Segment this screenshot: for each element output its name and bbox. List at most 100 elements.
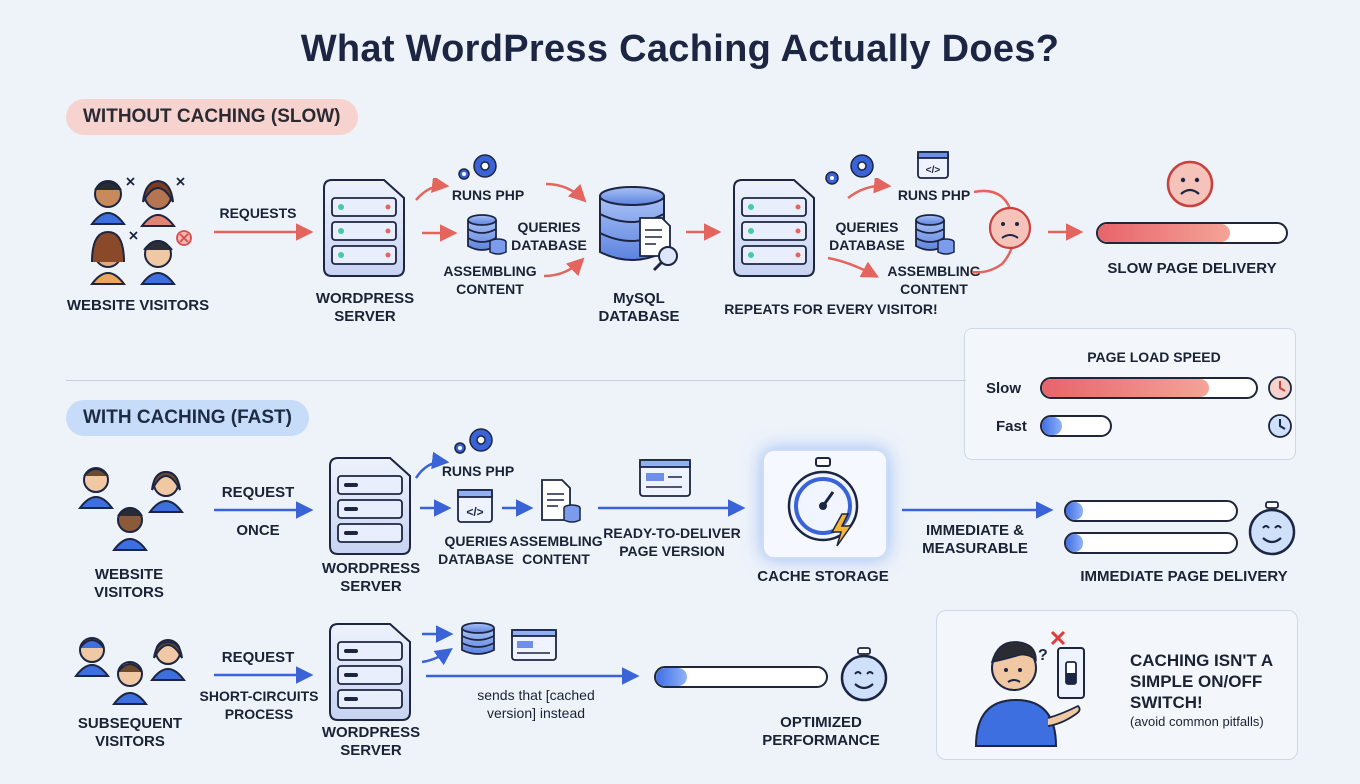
- visitors-label: WEBSITE VISITORS: [66, 297, 210, 314]
- legend-fast-fill: [1042, 417, 1063, 435]
- optimized-bar-fill: [656, 668, 687, 686]
- database-icon-subsequent: [461, 622, 495, 655]
- db-to-server-arrow: [686, 223, 722, 241]
- to-db-arrow-top: [545, 182, 587, 203]
- immediate-bar-1-fill: [1066, 502, 1083, 520]
- svg-text:</>: </>: [466, 505, 483, 519]
- legend-fast-label: Fast: [996, 418, 1027, 435]
- fast-assembling-label-1: ASSEMBLING: [509, 533, 603, 549]
- fast-queries-label-2: DATABASE: [438, 551, 514, 567]
- assembling-label-repeat-1: ASSEMBLING: [887, 263, 981, 279]
- svg-text:</>: </>: [926, 165, 941, 176]
- queries-label-repeat-2: DATABASE: [829, 237, 905, 253]
- sends-cached-arrow: [426, 667, 640, 685]
- wordpress-server-icon: [323, 179, 405, 277]
- slow-delivery-fill: [1098, 224, 1230, 242]
- assembling-label-repeat-2: CONTENT: [900, 281, 968, 297]
- immediate-bar-1: [1064, 500, 1238, 522]
- assembling-label-1: ASSEMBLING: [443, 263, 537, 279]
- immediate-bar-2-fill: [1066, 534, 1083, 552]
- server-label-2: SERVER: [334, 308, 396, 325]
- fast-server-label-2: SERVER: [340, 578, 402, 595]
- fast-visitors-label-1: WEBSITE: [94, 566, 164, 583]
- runs-php-arrow: [415, 178, 450, 201]
- to-db-arrow-subsequent: [422, 625, 454, 643]
- cache-storage-label: CACHE STORAGE: [757, 568, 889, 585]
- legend-slow-bar: [1040, 377, 1258, 399]
- ready-label-2: PAGE VERSION: [619, 543, 725, 559]
- slow-delivery-label: SLOW PAGE DELIVERY: [1107, 260, 1277, 277]
- requests-arrow: [214, 223, 314, 241]
- subsequent-request-label: REQUEST: [221, 649, 295, 666]
- clock-slow-icon: [1268, 376, 1292, 400]
- cached-page-icon: [511, 629, 557, 661]
- page-title: What WordPress Caching Actually Does?: [300, 28, 1060, 70]
- fast-visitors-label-2: VISITORS: [94, 584, 164, 601]
- subsequent-server-label-2: SERVER: [340, 742, 402, 759]
- mysql-label-2: DATABASE: [598, 308, 680, 325]
- to-db-arrow-bottom: [543, 257, 585, 278]
- with-caching-heading: WITH CACHING (FAST): [66, 400, 309, 436]
- legend-fast-bar: [1040, 415, 1112, 437]
- queries-label-2: DATABASE: [511, 237, 587, 253]
- runs-php-label-fast: RUNS PHP: [441, 463, 515, 479]
- repeat-loop-icon: [971, 189, 1032, 274]
- fast-assembling-label-2: CONTENT: [522, 551, 590, 567]
- subsequent-visitors-icon: [74, 637, 186, 705]
- short-circuit-label-1: SHORT-CIRCUITS: [199, 688, 319, 704]
- sends-label-2: version] instead: [486, 705, 586, 721]
- code-window-icon-fast: </>: [457, 489, 493, 523]
- tip-line-3: SWITCH!: [1130, 693, 1203, 712]
- legend-title: PAGE LOAD SPEED: [1087, 349, 1221, 365]
- website-visitors-icon-fast: [78, 467, 184, 551]
- immediate-label-2: MEASURABLE: [922, 540, 1028, 557]
- legend-slow-fill: [1042, 379, 1209, 397]
- runs-php-arrow-repeat: [847, 178, 892, 199]
- immediate-label-1: IMMEDIATE &: [925, 522, 1025, 539]
- gear-icon-repeat: [825, 154, 874, 185]
- repeats-label: REPEATS FOR EVERY VISITOR!: [724, 301, 938, 317]
- to-assembling-arrow-fast: [502, 499, 534, 517]
- ready-label-1: READY-TO-DELIVER: [603, 525, 741, 541]
- database-icon: [467, 214, 507, 255]
- to-page-arrow-subsequent: [421, 647, 453, 666]
- wordpress-server-icon-subsequent: [329, 623, 411, 721]
- subsequent-server-label-1: WORDPRESS: [321, 724, 421, 741]
- immediate-bar-2: [1064, 532, 1238, 554]
- gear-icon-fast: [454, 428, 493, 454]
- mysql-label-1: MySQL: [613, 290, 665, 307]
- tip-line-1: CACHING ISN'T A: [1130, 651, 1274, 670]
- requests-label: REQUESTS: [219, 205, 297, 221]
- once-label: ONCE: [236, 522, 280, 539]
- database-icon-repeat: [915, 214, 955, 255]
- wordpress-server-icon-repeat: [733, 179, 815, 277]
- stopwatch-lightning-icon: [787, 457, 859, 547]
- to-immediate-arrow: [902, 501, 1054, 519]
- sends-label-1: sends that [cached: [477, 687, 595, 703]
- server-label-1: WORDPRESS: [315, 290, 415, 307]
- short-circuit-label-2: PROCESS: [224, 706, 294, 722]
- immediate-delivery-label: IMMEDIATE PAGE DELIVERY: [1080, 568, 1288, 585]
- svg-text:?: ?: [1038, 647, 1048, 664]
- queries-label-repeat-1: QUERIES: [835, 219, 899, 235]
- gear-icon: [458, 154, 497, 180]
- assembling-label-2: CONTENT: [456, 281, 524, 297]
- slow-delivery-bar: [1096, 222, 1288, 244]
- queries-label-1: QUERIES: [517, 219, 581, 235]
- fast-queries-label-1: QUERIES: [444, 533, 508, 549]
- subsequent-request-arrow: [214, 666, 314, 684]
- happy-stopwatch-icon: [1248, 501, 1296, 556]
- tip-line-2: SIMPLE ON/OFF: [1130, 672, 1263, 691]
- fast-server-label-1: WORDPRESS: [321, 560, 421, 577]
- optimized-bar: [654, 666, 828, 688]
- optimized-label-2: PERFORMANCE: [762, 732, 880, 749]
- wordpress-server-icon-fast: [329, 457, 411, 555]
- request-label: REQUEST: [221, 484, 295, 501]
- to-cache-arrow: [598, 499, 746, 517]
- without-caching-heading: WITHOUT CACHING (SLOW): [66, 99, 358, 135]
- subsequent-label-2: VISITORS: [95, 733, 165, 750]
- runs-php-arrow-fast: [414, 452, 450, 479]
- runs-php-label-repeat: RUNS PHP: [897, 187, 971, 203]
- assembling-arrow-repeat: [827, 256, 880, 278]
- confused-person-switch-icon: ?: [974, 630, 1085, 747]
